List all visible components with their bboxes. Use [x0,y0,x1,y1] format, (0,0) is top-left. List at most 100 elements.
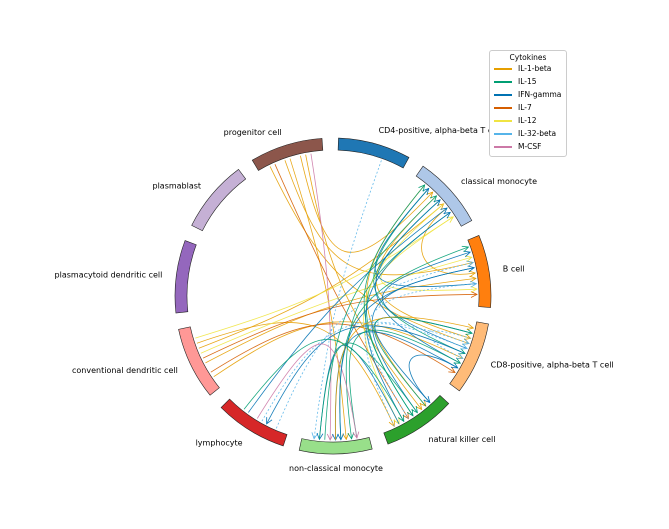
arrowhead-b-cell [469,275,477,283]
legend-item-il-15: IL-15 [490,75,566,88]
arc-cd4-positive-alpha-beta-t-cell [337,137,410,169]
label-plasmablast: plasmablast [152,182,201,191]
arrowhead-classical-monocyte [422,187,430,196]
link-cd8-positive-alpha-beta-t-cell-to-lymphocyte [266,325,466,424]
label-classical-monocyte: classical monocyte [461,177,537,186]
legend-label: IL-1-beta [518,64,552,73]
arrowhead-b-cell [466,260,474,268]
legend-label: IL-15 [518,77,537,86]
link-non-classical-monocyte-to-classical-monocyte [324,195,437,440]
arc-b-cell [467,235,492,308]
arrowhead-classical-monocyte [426,191,434,199]
legend-item-ifn-gamma: IFN-gamma [490,88,566,101]
link-conventional-dendritic-cell-to-b-cell [200,256,472,354]
link-classical-monocyte-to-b-cell [421,207,476,275]
arrowhead-cd8-positive-alpha-beta-t-cell [451,362,459,369]
link-progenitor-cell-to-non-classical-monocyte [289,158,347,440]
chord-links [195,153,478,441]
arc-conventional-dendritic-cell [178,326,220,396]
cell-labels: CD4-positive, alpha-beta T cell classical… [55,126,614,473]
link-progenitor-cell-to-natural-killer-cell [305,154,422,410]
link-cd8-positive-alpha-beta-t-cell-to-classical-monocyte [375,199,461,364]
legend-label: IL-7 [518,103,532,112]
arrowhead-cd8-positive-alpha-beta-t-cell [458,348,466,355]
arrowhead-cd8-positive-alpha-beta-t-cell [456,352,464,359]
label-cd8-positive-alpha-beta-t-cell: CD8-positive, alpha-beta T cell [491,361,614,370]
link-progenitor-cell-to-b-cell [284,160,474,276]
link-lymphocyte-to-b-cell [275,262,474,429]
link-classical-monocyte-to-b-cell [380,216,477,291]
legend-item-il-1-beta: IL-1-beta [490,62,566,75]
link-lymphocyte-to-natural-killer-cell [243,338,405,422]
arrowhead-b-cell [470,285,478,293]
link-b-cell-to-classical-monocyte [374,188,477,288]
arc-natural-killer-cell [383,394,450,445]
label-conventional-dendritic-cell: conventional dendritic cell [72,366,178,375]
link-conventional-dendritic-cell-to-classical-monocyte [198,203,444,349]
link-natural-killer-cell-to-cd8-positive-alpha-beta-t-cell [373,317,473,407]
link-natural-killer-cell-to-classical-monocyte [363,184,425,416]
link-natural-killer-cell-to-cd8-positive-alpha-beta-t-cell [368,323,468,419]
link-conventional-dendritic-cell-to-b-cell [202,294,477,359]
label-progenitor-cell: progenitor cell [224,128,282,137]
arrowhead-cd8-positive-alpha-beta-t-cell [465,328,473,335]
label-b-cell: B cell [503,265,525,274]
arrowhead-b-cell [470,291,478,298]
link-progenitor-cell-to-natural-killer-cell [274,164,409,419]
cell-arcs [174,137,492,455]
arc-cd8-positive-alpha-beta-t-cell [449,321,489,392]
legend-label: IL-12 [518,116,537,125]
arrowhead-cd8-positive-alpha-beta-t-cell [466,323,475,331]
link-lymphocyte-to-classical-monocyte [248,207,448,413]
arrowhead-lymphocyte [266,417,273,425]
arrowhead-natural-killer-cell [415,402,423,411]
arrowhead-natural-killer-cell [402,411,409,420]
label-non-classical-monocyte: non-classical monocyte [289,464,383,473]
link-conventional-dendritic-cell-to-cd8-positive-alpha-beta-t-cell [210,323,456,373]
arrowhead-natural-killer-cell [423,395,431,404]
legend-title: Cytokines [509,53,547,62]
link-natural-killer-cell-to-non-classical-monocyte [319,344,400,440]
arrowhead-classical-monocyte [437,203,445,211]
arrowhead-b-cell [470,280,478,288]
arrowhead-classical-monocyte [443,211,451,219]
link-progenitor-cell-to-classical-monocyte [300,155,433,253]
label-plasmacytoid-dendritic-cell: plasmacytoid dendritic cell [55,270,163,279]
link-non-classical-monocyte-to-cd8-positive-alpha-beta-t-cell [348,329,461,439]
link-b-cell-to-non-classical-monocyte [339,267,475,440]
arrowhead-natural-killer-cell [411,406,418,414]
legend-swatch [494,80,512,83]
link-natural-killer-cell-to-b-cell [364,283,477,427]
arrowhead-non-classical-monocyte [337,433,344,441]
legend-swatch [494,119,512,122]
link-conventional-dendritic-cell-to-classical-monocyte [195,216,454,339]
legend-item-m-csf: M-CSF [490,140,566,153]
link-conventional-dendritic-cell-to-b-cell [205,277,476,364]
arrowhead-classical-monocyte [440,207,448,215]
link-natural-killer-cell-to-classical-monocyte [365,212,451,422]
link-cd4-positive-alpha-beta-t-cell-to-non-classical-monocyte [313,160,382,439]
arrowhead-b-cell [465,255,473,263]
arrowhead-cd8-positive-alpha-beta-t-cell [453,357,462,364]
legend-swatch [494,132,512,135]
legend-swatch [494,106,512,109]
arrowhead-classical-monocyte [429,195,438,203]
arrowhead-non-classical-monocyte [342,432,350,441]
arrowhead-b-cell [461,245,470,253]
arrowhead-non-classical-monocyte [311,432,319,440]
arrowhead-cd8-positive-alpha-beta-t-cell [462,338,470,345]
label-cd4-positive-alpha-beta-t-cell: CD4-positive, alpha-beta T cell [379,126,502,135]
arrowhead-non-classical-monocyte [352,431,360,439]
legend-label: IL-32-beta [518,129,557,138]
legend-item-il-32-beta: IL-32-beta [490,127,566,140]
link-lymphocyte-to-cd8-positive-alpha-beta-t-cell [261,321,470,422]
arrowhead-cd8-positive-alpha-beta-t-cell [448,366,456,373]
label-lymphocyte: lymphocyte [196,438,243,447]
arc-plasmablast [191,168,247,232]
arc-lymphocyte [220,398,288,447]
arc-non-classical-monocyte [298,437,373,455]
arrowhead-b-cell [467,265,476,273]
